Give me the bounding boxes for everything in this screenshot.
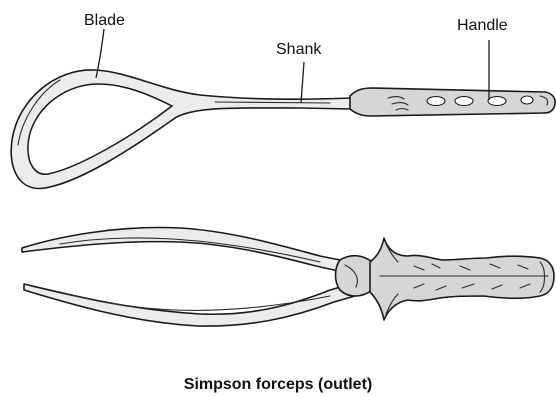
blade-label: Blade bbox=[84, 12, 125, 29]
double-handle bbox=[370, 238, 554, 320]
shank-label: Shank bbox=[276, 41, 322, 58]
single-forceps-blade bbox=[11, 70, 555, 189]
figure-caption: Simpson forceps (outlet) bbox=[184, 376, 372, 393]
handle-label: Handle bbox=[457, 17, 508, 34]
upper-blade bbox=[22, 228, 360, 274]
assembled-forceps bbox=[22, 228, 554, 327]
lower-blade bbox=[24, 282, 362, 326]
shank-leader-line bbox=[301, 62, 304, 103]
